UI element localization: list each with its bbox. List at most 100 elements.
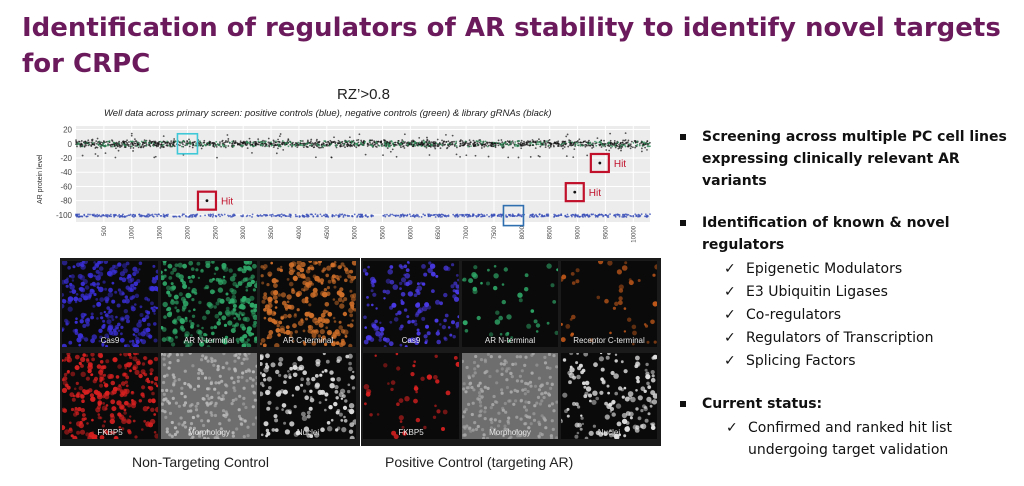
positive-control-point	[424, 214, 426, 217]
positive-control-point	[151, 215, 154, 217]
library-grna-point	[619, 141, 622, 144]
positive-control-point	[614, 215, 617, 218]
library-grna-point	[566, 133, 569, 136]
negative-control-point	[518, 140, 521, 143]
negative-control-point	[475, 140, 478, 142]
library-grna-point	[257, 138, 260, 140]
positive-control-point	[285, 215, 288, 217]
positive-control-point	[625, 216, 628, 218]
positive-control-point	[138, 213, 140, 216]
library-grna-point	[533, 141, 535, 144]
negative-control-point	[402, 140, 405, 143]
library-grna-point	[104, 141, 106, 144]
library-grna-point	[79, 145, 82, 148]
library-grna-point	[212, 143, 215, 146]
negative-control-point	[411, 144, 414, 147]
library-grna-point	[466, 142, 469, 145]
library-grna-point	[401, 139, 404, 141]
library-grna-point	[589, 144, 591, 147]
library-grna-point	[520, 145, 523, 147]
negative-control-point	[548, 144, 550, 147]
positive-control-point	[193, 215, 196, 217]
positive-control-point	[296, 215, 299, 218]
library-grna-point	[646, 149, 648, 151]
library-grna-point	[631, 146, 634, 149]
library-grna-point	[567, 145, 570, 148]
positive-control-point	[606, 215, 608, 217]
microscopy-tile-label: FKBP5	[97, 428, 123, 437]
library-grna-point	[255, 143, 258, 145]
positive-control-point	[277, 214, 280, 216]
library-grna-point	[478, 141, 481, 144]
positive-control-point	[505, 214, 507, 217]
negative-control-point	[350, 142, 353, 144]
negative-control-point	[371, 145, 374, 148]
library-grna-point	[126, 139, 128, 142]
positive-control-point	[460, 213, 463, 216]
library-grna-point	[646, 140, 649, 142]
library-grna-point	[426, 136, 428, 139]
negative-control-point	[266, 145, 268, 148]
library-grna-point	[547, 140, 550, 142]
negative-control-point	[152, 142, 155, 145]
negative-control-point	[514, 145, 516, 147]
positive-control-point	[341, 213, 344, 216]
library-grna-point	[389, 150, 392, 153]
positive-control-point	[542, 215, 545, 218]
positive-control-point	[126, 214, 128, 217]
positive-control-point	[477, 215, 480, 218]
positive-control-point	[456, 215, 459, 218]
library-grna-point	[403, 133, 406, 136]
library-grna-point	[391, 148, 394, 151]
library-grna-point	[342, 144, 345, 147]
positive-control-point	[361, 215, 364, 218]
sub-item-status: ✓Confirmed and ranked hit list undergoin…	[676, 417, 998, 461]
library-grna-point	[629, 143, 632, 146]
positive-control-point	[632, 214, 635, 217]
library-grna-point	[400, 146, 402, 149]
positive-control-point	[96, 213, 99, 216]
negative-control-point	[286, 142, 289, 145]
library-grna-point	[626, 145, 629, 148]
negative-control-point	[167, 144, 170, 147]
positive-control-point	[496, 214, 499, 217]
library-grna-point	[608, 145, 611, 148]
library-grna-point	[302, 146, 305, 148]
positive-control-point	[399, 216, 401, 218]
library-grna-point	[85, 144, 87, 147]
negative-control-point	[509, 142, 512, 145]
positive-control-point	[106, 215, 109, 217]
library-grna-point	[132, 147, 135, 149]
negative-control-point	[364, 140, 366, 143]
library-grna-point	[507, 156, 510, 159]
microscopy-tile: Receptor C-terminal	[561, 261, 657, 347]
positive-control-point	[615, 213, 617, 216]
negative-control-point	[328, 144, 331, 147]
positive-control-point	[145, 215, 148, 218]
positive-control-point	[305, 215, 308, 218]
positive-control-point	[359, 215, 362, 218]
positive-control-point	[184, 214, 187, 217]
negative-control-point	[622, 144, 624, 147]
positive-control-point	[258, 214, 260, 217]
microscopy-tile: FKBP5	[363, 353, 459, 439]
negative-control-point	[515, 143, 518, 146]
library-grna-point	[121, 144, 123, 146]
library-grna-point	[462, 141, 465, 144]
library-grna-point	[314, 143, 317, 146]
library-grna-point	[623, 142, 626, 145]
library-grna-point	[473, 141, 476, 144]
positive-control-point	[175, 215, 178, 218]
negative-control-point	[207, 141, 210, 144]
library-grna-point	[529, 140, 532, 143]
library-grna-point	[248, 137, 251, 140]
positive-control-point	[87, 213, 89, 216]
positive-control-point	[294, 213, 297, 216]
library-grna-point	[450, 141, 453, 143]
library-grna-point	[585, 143, 588, 146]
positive-control-point	[91, 214, 94, 217]
negative-control-point	[123, 144, 126, 147]
negative-control-point	[645, 142, 648, 145]
library-grna-point	[587, 144, 590, 147]
negative-control-point	[339, 141, 342, 144]
